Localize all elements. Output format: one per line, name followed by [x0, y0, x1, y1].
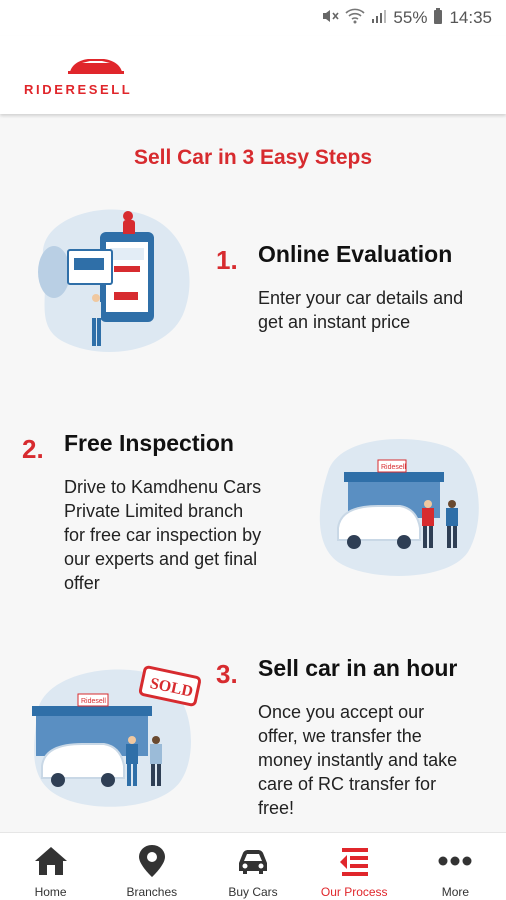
- status-bar: 55% 14:35: [0, 0, 506, 36]
- more-dots-icon: [438, 856, 472, 866]
- branch-sign-label: Ridesell: [81, 698, 106, 705]
- step-2-title: Free Inspection: [64, 430, 234, 456]
- app-header: RIDERESELL: [0, 36, 506, 114]
- step-3-number: 3.: [216, 659, 238, 689]
- nav-our-process-label: Our Process: [320, 885, 388, 899]
- step-1-line: Enter your car details and: [258, 288, 464, 308]
- wifi-icon: [345, 8, 365, 29]
- free-inspection-illustration: Ridesell: [319, 439, 479, 576]
- step-3-line: Once you accept our: [258, 702, 425, 722]
- step-2-line: Private Limited branch: [64, 501, 244, 521]
- step-2-line: Drive to Kamdhenu Cars: [64, 477, 262, 497]
- mute-icon: [321, 8, 340, 29]
- page-title: Sell Car in 3 Easy Steps: [133, 146, 373, 169]
- step-3-description: Once you accept our offer, we transfer t…: [258, 700, 457, 820]
- nav-our-process[interactable]: Our Process: [304, 833, 405, 900]
- nav-branches[interactable]: Branches: [101, 833, 202, 900]
- sell-car-illustration: Ridesell SOLD: [32, 665, 202, 807]
- battery-icon: [433, 7, 443, 29]
- step-1-line: get an instant price: [258, 312, 411, 332]
- online-evaluation-illustration: [38, 209, 190, 352]
- nav-home[interactable]: Home: [0, 833, 101, 900]
- nav-buy-cars[interactable]: Buy Cars: [202, 833, 303, 900]
- bottom-navigation: Home Branches Buy Cars Our Process: [0, 832, 506, 900]
- location-pin-icon: [138, 845, 165, 877]
- step-1-number: 1.: [216, 245, 238, 275]
- battery-percent: 55%: [393, 8, 428, 27]
- nav-more[interactable]: More: [405, 833, 506, 900]
- step-3-title: Sell car in an hour: [258, 655, 458, 681]
- nav-branches-label: Branches: [126, 885, 178, 899]
- step-3-line: free!: [258, 798, 295, 818]
- process-content: Sell Car in 3 Easy Steps 1. Online Evalu…: [0, 114, 506, 832]
- step-2-line: offer: [64, 573, 100, 593]
- step-2-line: for free car inspection by: [64, 525, 262, 545]
- step-1-description: Enter your car details and get an instan…: [258, 286, 463, 334]
- nav-buy-cars-label: Buy Cars: [228, 885, 278, 899]
- signal-icon: [371, 8, 387, 29]
- process-list-icon: [340, 848, 369, 876]
- home-icon: [34, 847, 67, 875]
- step-2-description: Drive to Kamdhenu Cars Private Limited b…: [64, 475, 261, 595]
- step-3-line: care of RC transfer for: [258, 774, 437, 794]
- nav-more-label: More: [441, 885, 470, 899]
- step-1-title: Online Evaluation: [258, 241, 453, 267]
- step-3-line: offer, we transfer the: [258, 726, 422, 746]
- step-3-line: money instantly and take: [258, 750, 458, 770]
- car-icon: [239, 850, 267, 874]
- car-logo-icon: [68, 59, 124, 74]
- brand-logo[interactable]: RIDERESELL: [24, 52, 170, 97]
- branch-sign-label: Ridesell: [381, 464, 406, 471]
- brand-name: RIDERESELL: [24, 82, 133, 97]
- clock: 14:35: [449, 8, 492, 27]
- nav-home-label: Home: [34, 885, 67, 899]
- step-2-line: our experts and get final: [64, 549, 258, 569]
- step-2-number: 2.: [22, 434, 44, 464]
